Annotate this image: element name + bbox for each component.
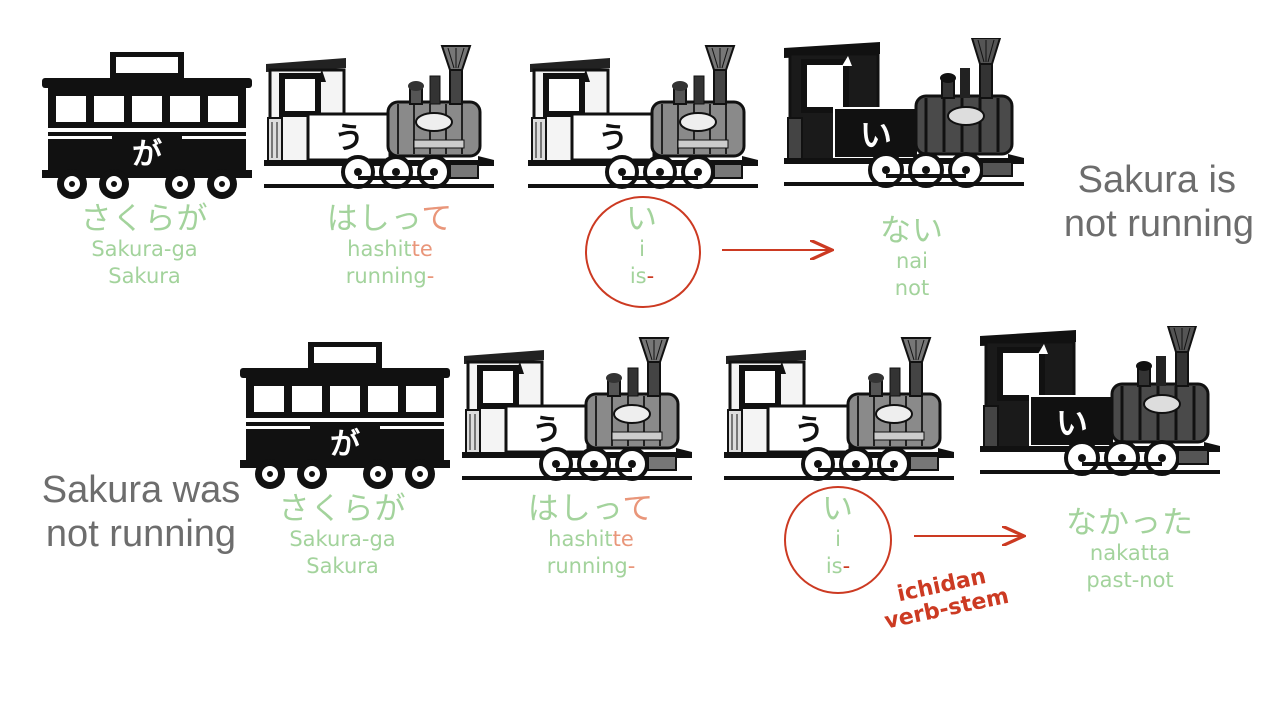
word-sakuraga: さくらが Sakura-ga Sakura bbox=[250, 494, 435, 577]
word-english-highlight: - bbox=[842, 554, 851, 578]
word-romaji: Sakura-ga bbox=[91, 237, 198, 261]
word-nai: ない nai not bbox=[852, 216, 972, 299]
caption-line: Sakura was bbox=[41, 469, 241, 511]
word-romaji-main: hashit bbox=[347, 237, 412, 261]
word-i: い i is- bbox=[784, 494, 892, 577]
arrow bbox=[914, 526, 1032, 546]
sentence-caption: Sakura is not running bbox=[1010, 158, 1270, 246]
word-japanese: さくらが bbox=[80, 201, 209, 237]
locomotive-kana: う bbox=[794, 413, 824, 448]
word-english-highlight: - bbox=[646, 264, 655, 288]
locomotive-kana: う bbox=[334, 121, 364, 156]
locomotive-2: う bbox=[724, 334, 956, 482]
word-english-highlight: - bbox=[426, 264, 435, 288]
word-english: past-not bbox=[1086, 568, 1174, 592]
caption-line: not running bbox=[45, 513, 237, 555]
locomotive-3-dark: い bbox=[980, 326, 1222, 478]
locomotive-kana: い bbox=[1056, 404, 1088, 442]
locomotive-1: う bbox=[462, 334, 694, 482]
word-japanese-main: はしっ bbox=[527, 491, 623, 527]
caboose-car: が bbox=[42, 52, 252, 199]
word-romaji: Sakura-ga bbox=[289, 527, 396, 551]
word-romaji: i bbox=[835, 527, 841, 551]
word-romaji: nakatta bbox=[1089, 541, 1171, 565]
word-japanese: さくらが bbox=[278, 491, 407, 527]
caboose-kana: が bbox=[330, 427, 360, 462]
highlight-circle bbox=[784, 486, 892, 594]
word-english: Sakura bbox=[108, 264, 181, 288]
highlight-circle bbox=[585, 196, 701, 308]
caboose-kana: が bbox=[132, 137, 162, 172]
word-english-main: running bbox=[345, 264, 427, 288]
word-nakatta: なかった nakatta past-not bbox=[1050, 508, 1210, 591]
word-hashitte: はしって hashitte running- bbox=[305, 204, 475, 287]
locomotive-1: う bbox=[264, 42, 496, 190]
caboose-car: が bbox=[240, 342, 450, 489]
word-japanese: い bbox=[822, 491, 854, 527]
locomotive-3-dark: い bbox=[784, 38, 1026, 190]
word-hashitte: はしって hashitte running- bbox=[506, 494, 676, 577]
word-english-main: running bbox=[546, 554, 628, 578]
word-japanese-main: はしっ bbox=[326, 201, 422, 237]
word-english: not bbox=[894, 276, 930, 300]
locomotive-2: う bbox=[528, 42, 760, 190]
caption-line: Sakura is bbox=[1077, 159, 1236, 201]
word-romaji: nai bbox=[895, 249, 928, 273]
word-english: Sakura bbox=[306, 554, 379, 578]
word-romaji: i bbox=[639, 237, 645, 261]
arrow bbox=[722, 240, 840, 260]
word-japanese: ない bbox=[880, 213, 944, 249]
word-romaji-highlight: te bbox=[411, 237, 433, 261]
word-japanese-highlight: て bbox=[622, 491, 655, 527]
word-romaji-main: hashit bbox=[548, 527, 613, 551]
locomotive-kana: う bbox=[598, 121, 628, 156]
word-japanese-highlight: て bbox=[421, 201, 454, 237]
locomotive-kana: い bbox=[860, 116, 892, 154]
word-english-highlight: - bbox=[627, 554, 636, 578]
word-sakuraga: さくらが Sakura-ga Sakura bbox=[52, 204, 237, 287]
locomotive-kana: う bbox=[532, 413, 562, 448]
sentence-caption: Sakura was not running bbox=[16, 468, 266, 556]
word-english-main: is bbox=[629, 264, 647, 288]
word-japanese: い bbox=[626, 201, 658, 237]
caption-line: not running bbox=[1063, 203, 1254, 245]
word-japanese: なかった bbox=[1066, 505, 1194, 541]
word-english-main: is bbox=[825, 554, 843, 578]
word-i: い i is- bbox=[585, 204, 699, 287]
word-romaji-highlight: te bbox=[612, 527, 634, 551]
